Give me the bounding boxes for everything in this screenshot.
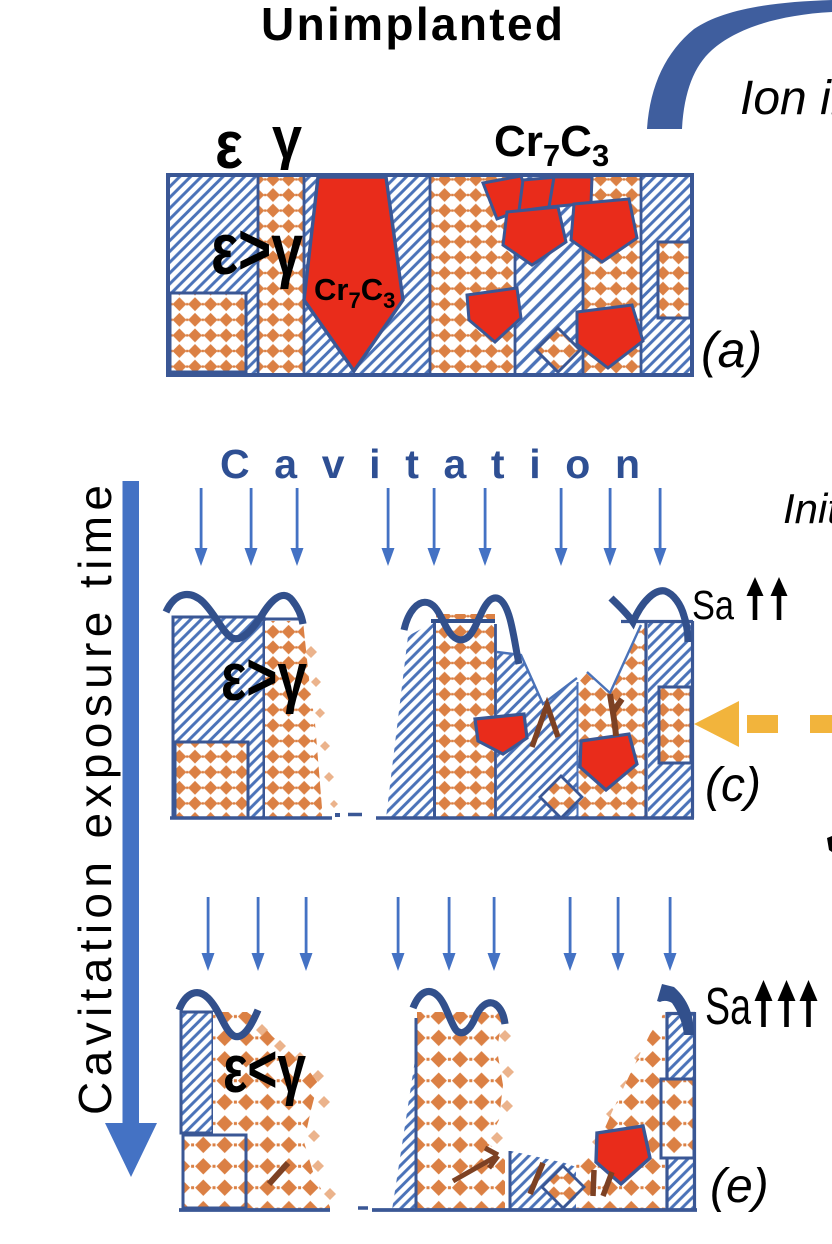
svg-text:(a): (a)	[701, 322, 762, 378]
svg-text:Sa: Sa	[705, 978, 751, 1036]
svg-text:Ion im: Ion im	[740, 72, 832, 125]
svg-text:Cavitation: Cavitation	[220, 441, 640, 487]
svg-text:Unimplanted: Unimplanted	[261, 0, 563, 50]
svg-text:(e): (e)	[710, 1160, 769, 1213]
svg-text:ε>γ: ε>γ	[221, 639, 307, 715]
svg-text:γ: γ	[272, 106, 303, 171]
svg-text:Initia: Initia	[783, 485, 832, 532]
svg-text:ε<γ: ε<γ	[223, 1031, 306, 1107]
svg-text:ε>γ: ε>γ	[211, 210, 303, 290]
svg-text:Sa: Sa	[692, 582, 734, 628]
svg-text:Cavitation exposure time: Cavitation exposure time	[69, 485, 121, 1115]
svg-text:(c): (c)	[705, 759, 761, 812]
svg-text:ε: ε	[215, 107, 243, 183]
svg-text:Cr7C3: Cr7C3	[494, 117, 609, 173]
